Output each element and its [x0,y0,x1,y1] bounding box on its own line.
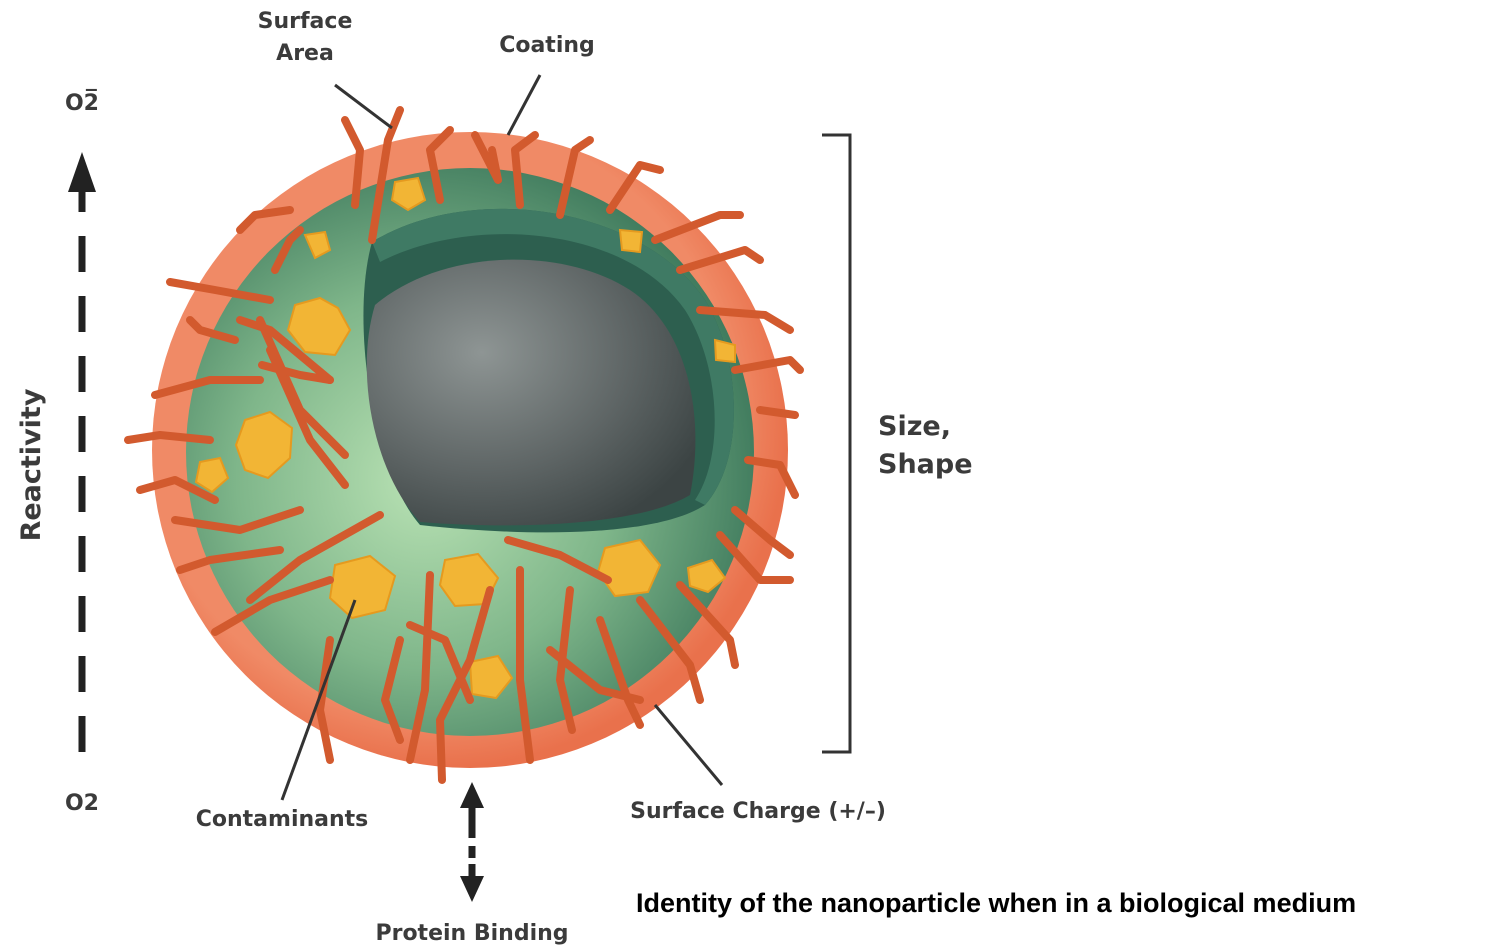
reactivity-label: Reactivity [16,388,47,541]
coating-leader [508,75,540,135]
contaminant-blob [620,230,642,252]
reactivity-arrowhead [68,152,96,192]
o2-label: O2 [65,791,99,816]
protein-binding-down-head [460,876,484,902]
contaminant-blob [715,340,735,362]
contaminants-label: Contaminants [196,807,369,832]
coating-label: Coating [499,33,595,58]
diagram-caption: Identity of the nanoparticle when in a b… [636,888,1496,919]
protein-binding-label: Protein Binding [375,921,568,946]
protein-binding-up-head [460,782,484,808]
ligand-strand [760,410,795,415]
size-label-line1: Size, [878,411,951,442]
surface-charge-label: Surface Charge (+/–) [630,799,886,824]
protein-binding-arrow [460,782,484,902]
surface-area-label-line1: Surface [258,9,353,34]
surface-charge-leader [655,705,722,785]
ligand-strand [128,435,210,440]
surface-area-label-line2: Area [276,41,334,66]
reactivity-arrow [68,152,96,752]
o2-radical-label: O2̅ [65,90,99,116]
size-label-line2: Shape [878,449,973,480]
size-bracket [822,135,850,752]
